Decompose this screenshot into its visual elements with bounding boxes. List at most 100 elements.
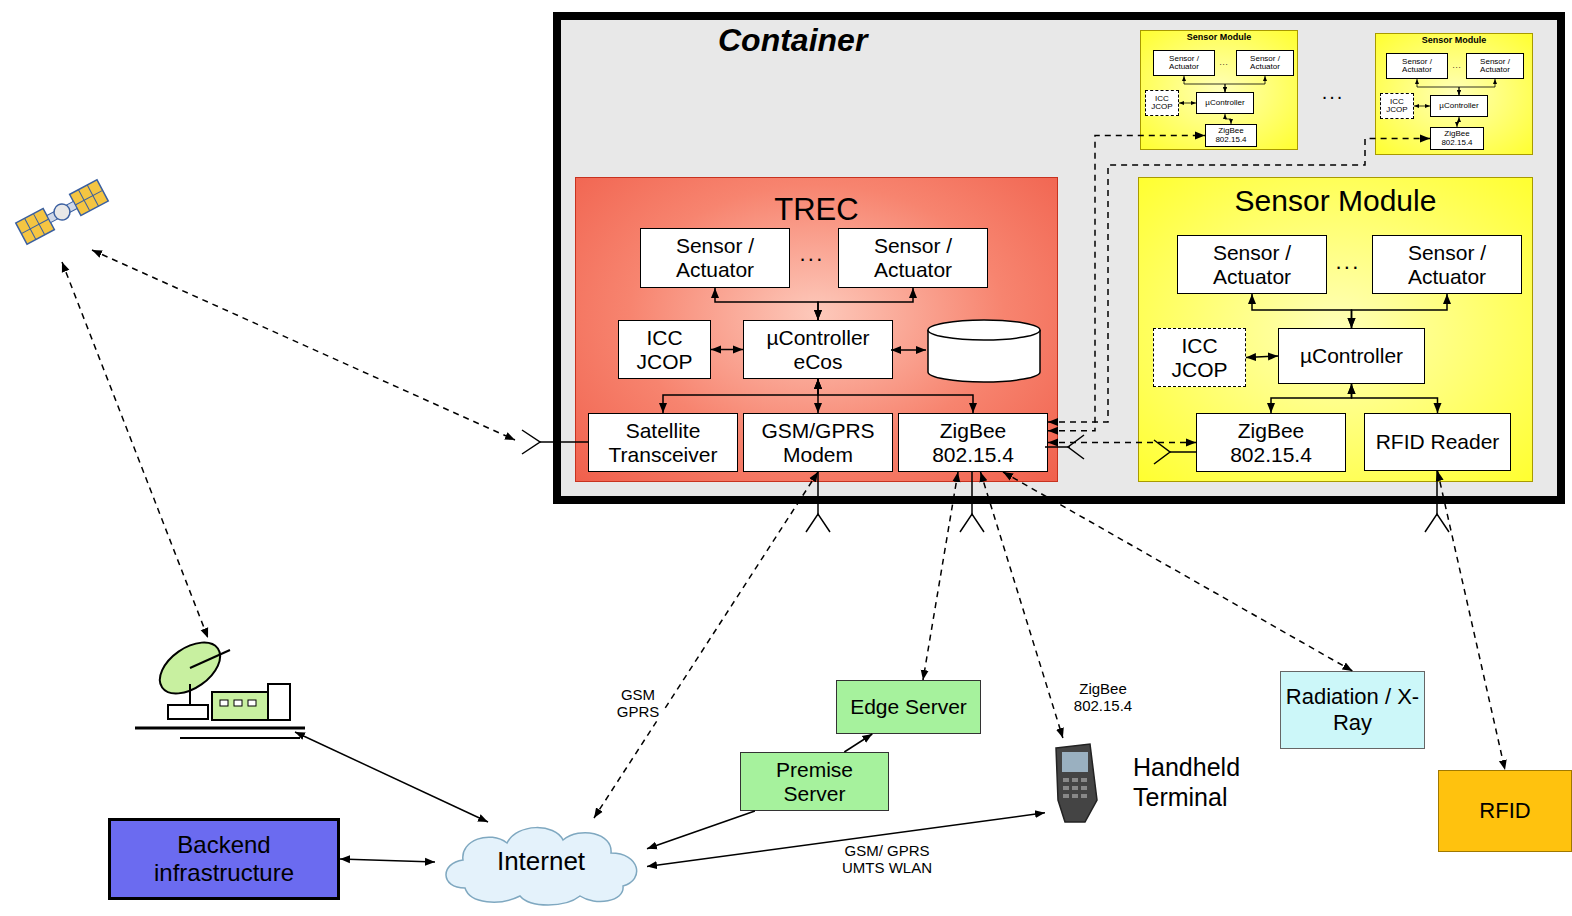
- radio-link: [62, 262, 208, 638]
- wireless-link: [923, 472, 958, 680]
- connector-arrow: [715, 288, 818, 320]
- handheld-terminal-icon: [1056, 744, 1097, 822]
- ground-station-icon: [220, 700, 228, 706]
- connector-arrow: [1414, 106, 1430, 107]
- ground-station-icon: [234, 700, 242, 706]
- wireless-link: [1048, 442, 1196, 444]
- satellite-icon: [75, 190, 102, 205]
- component-box: Sensor / Actuator: [1466, 53, 1524, 79]
- node-label: Sensor / Actuator: [1181, 241, 1323, 288]
- antenna-symbol: [1436, 471, 1438, 516]
- antenna-symbol: [960, 514, 984, 532]
- connector-arrow: [1225, 114, 1231, 124]
- node-label: Sensor / Actuator: [1155, 55, 1213, 72]
- ellipsis-label: ...: [1219, 59, 1228, 67]
- node-label: Sensor / Actuator: [1238, 55, 1292, 72]
- component-box: ICC JCOP: [1380, 93, 1414, 119]
- antenna-symbol: [1425, 514, 1449, 532]
- node-label: Backend infrastructure: [115, 831, 333, 886]
- handheld-terminal-icon: [1063, 778, 1069, 782]
- connector-arrow: [1184, 76, 1225, 92]
- component-box: Sensor / Actuator: [1372, 235, 1522, 294]
- connector-arrow: [818, 288, 913, 320]
- antenna-symbol: [1045, 446, 1070, 448]
- connector-arrow: [1179, 103, 1196, 104]
- node-label: µController eCos: [747, 326, 889, 373]
- node-label: ZigBee 802.15.4: [1432, 130, 1482, 147]
- connector-arrow: [1246, 356, 1278, 358]
- component-box: Sensor / Actuator: [838, 228, 988, 288]
- component-box: ICC JCOP: [1153, 328, 1246, 387]
- component-box: Sensor / Actuator: [640, 228, 790, 288]
- connector-arrow: [1352, 294, 1448, 328]
- satellite-icon: [16, 180, 108, 244]
- node-label: ICC JCOP: [622, 326, 707, 373]
- component-box: µController eCos: [743, 320, 893, 379]
- module-title: TREC: [576, 192, 1057, 228]
- edge-label: ZigBee 802.15.4: [1062, 680, 1144, 715]
- connector-arrow: [1225, 76, 1265, 92]
- antenna-symbol: [522, 430, 540, 454]
- connector-arrow: [1417, 79, 1459, 95]
- node-label: Sensor / Actuator: [644, 234, 786, 281]
- wireless-link: [1003, 472, 1353, 671]
- ellipsis-label: ...: [800, 243, 825, 265]
- component-box: ZigBee 802.15.4: [898, 413, 1048, 472]
- connector-arrow: [340, 859, 435, 862]
- handheld-terminal-icon: [1072, 786, 1078, 790]
- node-label: Handheld Terminal: [1133, 752, 1267, 812]
- component-box: GSM/GPRS Modem: [743, 413, 893, 472]
- satellite-icon: [70, 180, 109, 216]
- ground-link: [295, 732, 488, 822]
- connector-arrow: [818, 379, 973, 413]
- handheld-terminal-icon: [1056, 744, 1097, 822]
- component-box: Sensor / Actuator: [1177, 235, 1327, 294]
- satellite-icon: [47, 201, 77, 222]
- wireless-link: [1048, 139, 1430, 422]
- component-box: ICC JCOP: [618, 320, 711, 379]
- storage-cylinder: [928, 320, 1040, 382]
- radio-link: [92, 250, 515, 440]
- component-box: µController: [1430, 95, 1488, 117]
- component-box: Satellite Transceiver: [588, 413, 738, 472]
- wireless-link: [594, 472, 818, 818]
- component-box: µController: [1196, 92, 1254, 114]
- module-title: Sensor Module: [1139, 184, 1532, 219]
- node-label: RFID: [1479, 798, 1530, 823]
- node-label: Satellite Transceiver: [592, 419, 734, 466]
- node-label: Premise Server: [744, 758, 885, 805]
- node-label: ICC JCOP: [1382, 98, 1412, 115]
- ellipsis-label: ...: [1322, 82, 1345, 102]
- node-label: ZigBee 802.15.4: [902, 419, 1044, 466]
- connector-arrow: [1352, 384, 1438, 413]
- system-box: Backend infrastructure: [108, 818, 340, 900]
- satellite-icon: [16, 208, 55, 244]
- component-box: Sensor / Actuator: [1153, 50, 1215, 76]
- ground-station-icon: [168, 705, 208, 719]
- radio-link: [62, 250, 515, 638]
- connector-arrow: [711, 349, 743, 351]
- node-label: µController: [1439, 102, 1478, 110]
- node-label: Sensor / Actuator: [1468, 58, 1522, 75]
- ellipsis-label: ...: [1336, 251, 1361, 273]
- antenna-symbol: [817, 471, 819, 516]
- component-box: µController: [1278, 328, 1425, 384]
- module-title: Sensor Module: [1376, 35, 1532, 45]
- node-label: µController: [1205, 99, 1244, 107]
- antenna-symbol: [540, 441, 588, 443]
- handheld-terminal-icon: [1072, 778, 1078, 782]
- antenna-symbol: [1170, 451, 1196, 453]
- handheld-terminal-icon: [1063, 794, 1069, 798]
- handheld-terminal-icon: [1062, 752, 1088, 772]
- handheld-terminal-icon: [1072, 794, 1078, 798]
- server-box: Edge Server: [836, 680, 981, 734]
- node-label: Sensor / Actuator: [842, 234, 984, 281]
- antenna-symbol: [806, 514, 830, 532]
- handheld-terminal-icon: [1081, 786, 1087, 790]
- antenna-symbol: [971, 471, 973, 516]
- tag-box: RFID: [1438, 770, 1572, 852]
- storage-cylinder: [928, 320, 1040, 340]
- edge-label: GSM GPRS: [612, 686, 664, 721]
- component-box: ZigBee 802.15.4: [1430, 127, 1484, 150]
- wireless-link: [1438, 471, 1506, 770]
